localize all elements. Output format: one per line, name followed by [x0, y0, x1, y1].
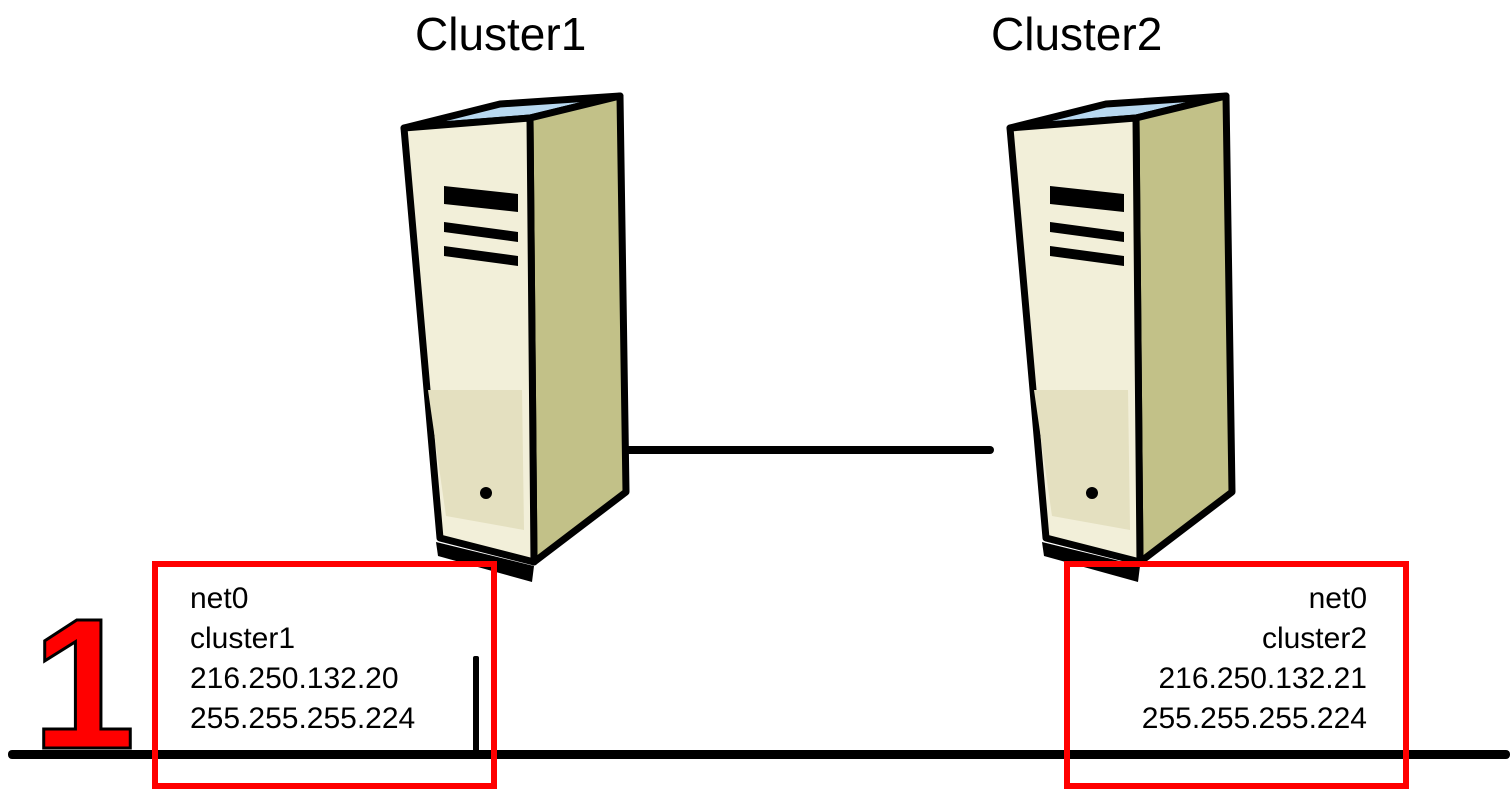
cluster1-title: Cluster1: [415, 8, 587, 60]
cluster2-interface-highlight: [1064, 561, 1409, 789]
interface-hostname: cluster2: [1261, 622, 1367, 655]
server-tower-icon: [1006, 92, 1236, 582]
interface-netmask: 255.255.255.224: [190, 702, 416, 735]
step-number: 1: [30, 581, 136, 788]
server-tower-icon: [400, 92, 630, 582]
interface-netmask: 255.255.255.224: [1141, 702, 1367, 735]
cluster1-interface-info: net0 cluster1 216.250.132.20 255.255.255…: [190, 579, 415, 739]
interface-hostname: cluster1: [190, 622, 296, 655]
interconnect-cable: [622, 446, 994, 454]
network-bus-line: [8, 750, 1510, 759]
cluster2-interface-info: net0 cluster2 216.250.132.21 255.255.255…: [1086, 579, 1367, 739]
cluster1-drop-line: [473, 656, 479, 756]
cluster2-title: Cluster2: [991, 8, 1163, 60]
interface-name: net0: [1308, 582, 1367, 615]
interface-name: net0: [190, 582, 249, 615]
cluster1-interface-highlight: [152, 561, 497, 789]
interface-ip: 216.250.132.20: [190, 662, 399, 695]
interface-ip: 216.250.132.21: [1158, 662, 1367, 695]
